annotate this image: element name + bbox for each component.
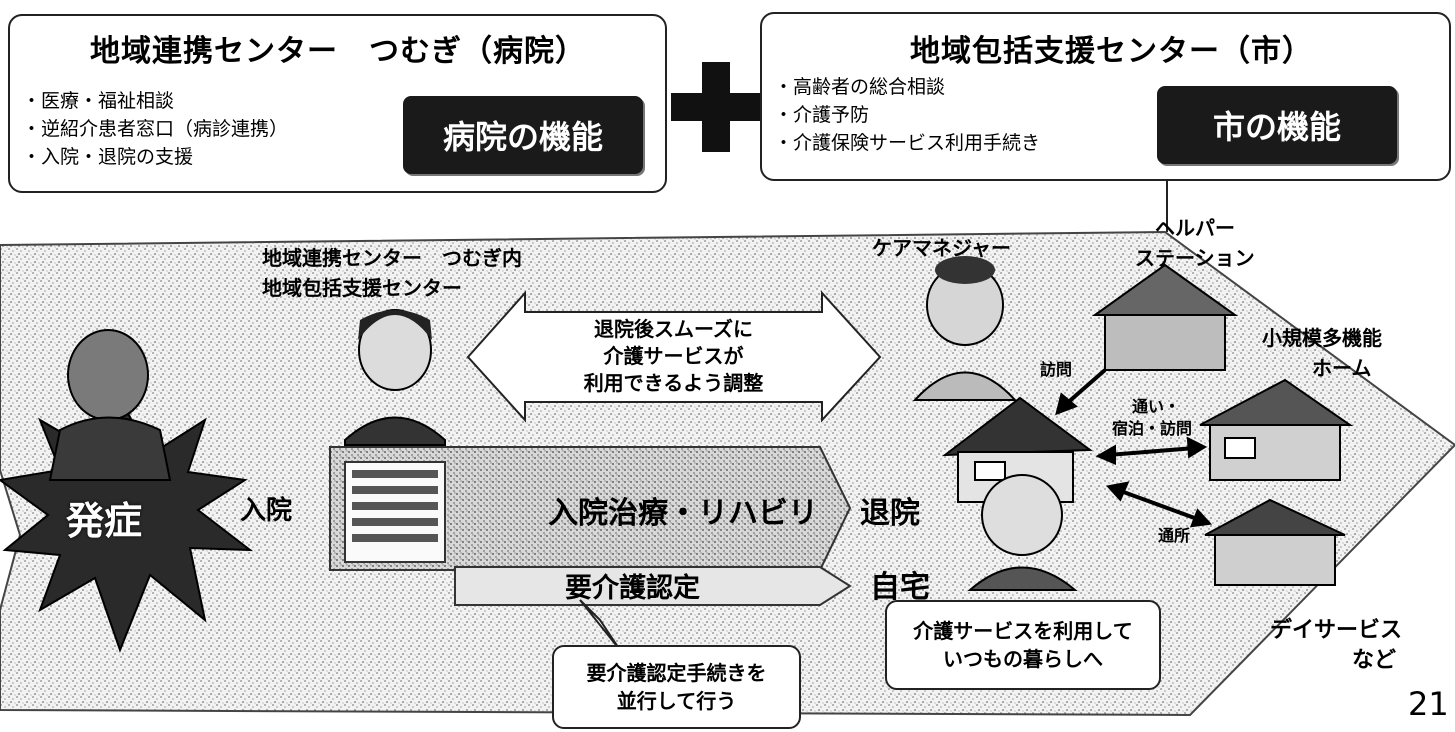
helper-station-house-icon	[1091, 263, 1239, 371]
patient-figure-icon	[48, 329, 172, 481]
adjust-double-arrow	[466, 290, 882, 423]
life-callout-line2: いつもの暮らしへ	[943, 647, 1103, 671]
coordinator-figure-icon	[344, 309, 446, 446]
cert-callout-line2: 並行して行う	[616, 689, 737, 713]
home-label: 自宅	[870, 570, 930, 605]
multi-home-label-line2: ホーム	[1312, 356, 1372, 380]
city-box-title: 地域包括支援センター（市）	[910, 34, 1313, 69]
elder-at-home-figure-icon	[967, 474, 1078, 591]
treatment-arrow	[329, 446, 852, 571]
helper-station-label-line2: ステーション	[1135, 246, 1255, 270]
hospital-box-title: 地域連携センター つむぎ（病院）	[90, 34, 586, 69]
care-cert-procedure-callout: 要介護認定手続きを 並行して行う	[552, 645, 801, 729]
hospital-function-badge: 病院の機能	[403, 96, 643, 174]
life-callout-line1: 介護サービスを利用して	[913, 619, 1133, 643]
daily-life-callout: 介護サービスを利用して いつもの暮らしへ	[885, 600, 1161, 690]
day-service-label-line2: など	[1352, 648, 1397, 673]
coordinator-label-line2: 地域包括支援センター	[262, 276, 462, 300]
hospital-building-icon	[344, 461, 446, 563]
cert-callout-line1: 要介護認定手続きを	[586, 661, 767, 685]
treatment-label: 入院治療・リハビリ	[548, 496, 818, 531]
coordinator-label-line1: 地域連携センター つむぎ内	[262, 246, 522, 270]
commute-label-line1: 通い・	[1132, 397, 1181, 416]
multi-home-label-line1: 小規模多機能	[1262, 326, 1382, 350]
plus-icon	[671, 62, 761, 152]
admission-label: 入院	[240, 496, 293, 526]
page-number: 21	[1408, 685, 1449, 723]
adjust-arrow-text: 退院後スムーズに 介護サービスが 利用できるよう調整	[525, 316, 822, 397]
care-manager-label: ケアマネジャー	[872, 236, 1011, 260]
city-function-badge: 市の機能	[1157, 86, 1397, 164]
visit-label: 訪問	[1040, 360, 1073, 379]
city-item-3: ・介護保険サービス利用手続き	[774, 132, 1041, 154]
helper-station-label-line1: ヘルパー	[1155, 216, 1235, 240]
day-service-house-icon	[1204, 498, 1346, 586]
small-multi-home-house-icon	[1199, 378, 1354, 481]
care-cert-label: 要介護認定	[565, 573, 700, 604]
hospital-item-3: ・入院・退院の支援	[22, 146, 194, 168]
adjust-line3: 利用できるよう調整	[583, 371, 764, 395]
hospital-item-1: ・医療・福祉相談	[22, 90, 175, 112]
onset-label: 発症	[66, 499, 143, 543]
day-visit-label: 通所	[1158, 526, 1191, 545]
city-item-1: ・高齢者の総合相談	[774, 76, 946, 98]
city-item-2: ・介護予防	[774, 104, 870, 126]
service-arrows	[1055, 368, 1213, 528]
care-cert-arrow	[454, 566, 852, 606]
city-function-box: 地域包括支援センター（市） ・高齢者の総合相談 ・介護予防 ・介護保険サービス利…	[760, 12, 1451, 181]
adjust-line1: 退院後スムーズに	[594, 317, 753, 341]
hospital-item-2: ・逆紹介患者窓口（病診連携）	[22, 118, 289, 140]
care-manager-figure-icon	[912, 256, 1018, 401]
adjust-line2: 介護サービスが	[603, 344, 744, 368]
commute-label-line2: 宿泊・訪問	[1112, 419, 1193, 438]
discharge-label: 退院	[860, 496, 920, 531]
hospital-function-box: 地域連携センター つむぎ（病院） ・医療・福祉相談 ・逆紹介患者窓口（病診連携）…	[8, 14, 667, 193]
day-service-label-line1: デイサービス	[1270, 618, 1403, 643]
